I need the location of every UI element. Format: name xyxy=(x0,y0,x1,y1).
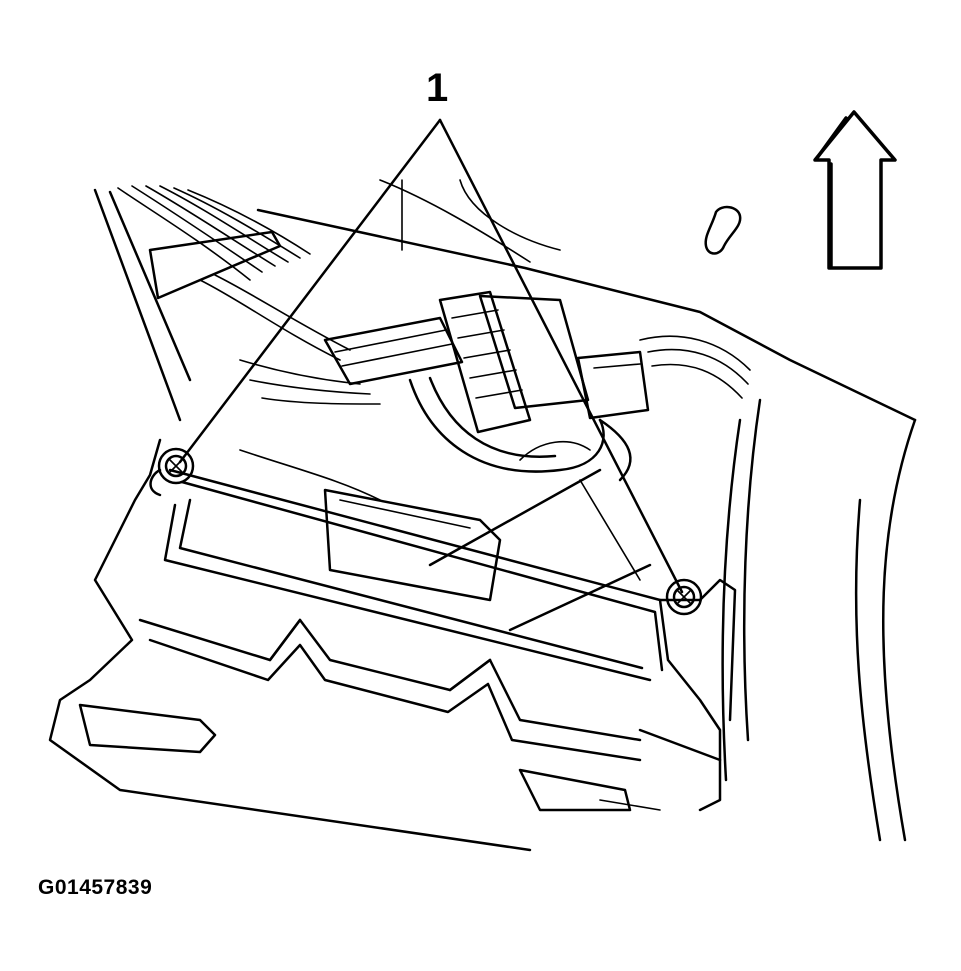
callout-leader-lines xyxy=(178,118,684,594)
keyhole-slot xyxy=(704,205,742,255)
forward-arrow-icon xyxy=(813,110,897,270)
wiring-harness xyxy=(117,185,381,405)
panel-outline xyxy=(93,179,917,842)
callout-number: 1 xyxy=(426,66,449,110)
fastener-left-icon xyxy=(157,447,195,485)
fastener-right-icon xyxy=(665,578,703,616)
figure-id: G01457839 xyxy=(38,876,153,899)
module-housing xyxy=(48,438,737,852)
wiring-connector xyxy=(323,290,751,482)
